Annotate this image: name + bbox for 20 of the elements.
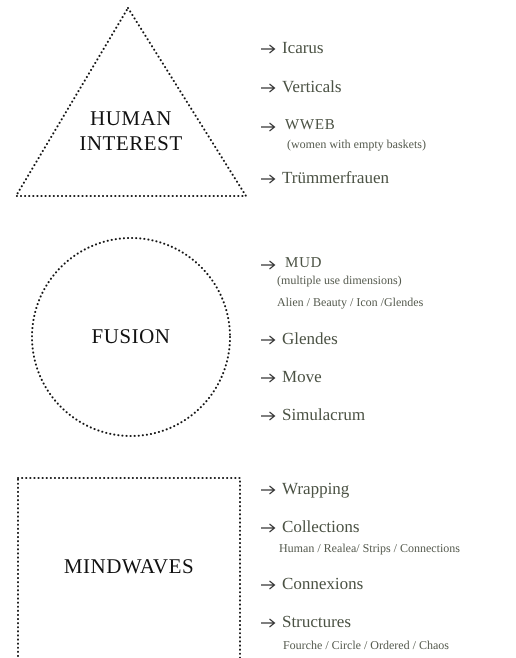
list-item: Simulacrum [282,404,366,426]
list-item: Trümmerfrauen [282,167,390,189]
list-item: Move [282,366,322,388]
shape-title: MINDWAVES [62,554,196,579]
list-item: Glendes [282,328,338,350]
list-item: Icarus [282,37,324,59]
list-item: Connexions [282,573,364,595]
list-item: Verticals [282,76,342,98]
sub-text: (multiple use dimensions) [277,273,402,288]
list-item: Collections [282,516,360,538]
sub-text: (women with empty baskets) [287,137,426,152]
list-item: MUD [285,254,322,273]
list-item: WWEB [285,116,336,135]
sub-text: Fourche / Circle / Ordered / Chaos [283,638,449,653]
list-item: Structures [282,611,351,633]
shape-title: FUSION [90,324,172,349]
shape-title: HUMAN INTEREST [78,106,184,156]
list-item: Wrapping [282,478,350,500]
sub-text: Alien / Beauty / Icon /Glendes [277,295,424,310]
sub-text: Human / Realea/ Strips / Connections [279,541,460,556]
